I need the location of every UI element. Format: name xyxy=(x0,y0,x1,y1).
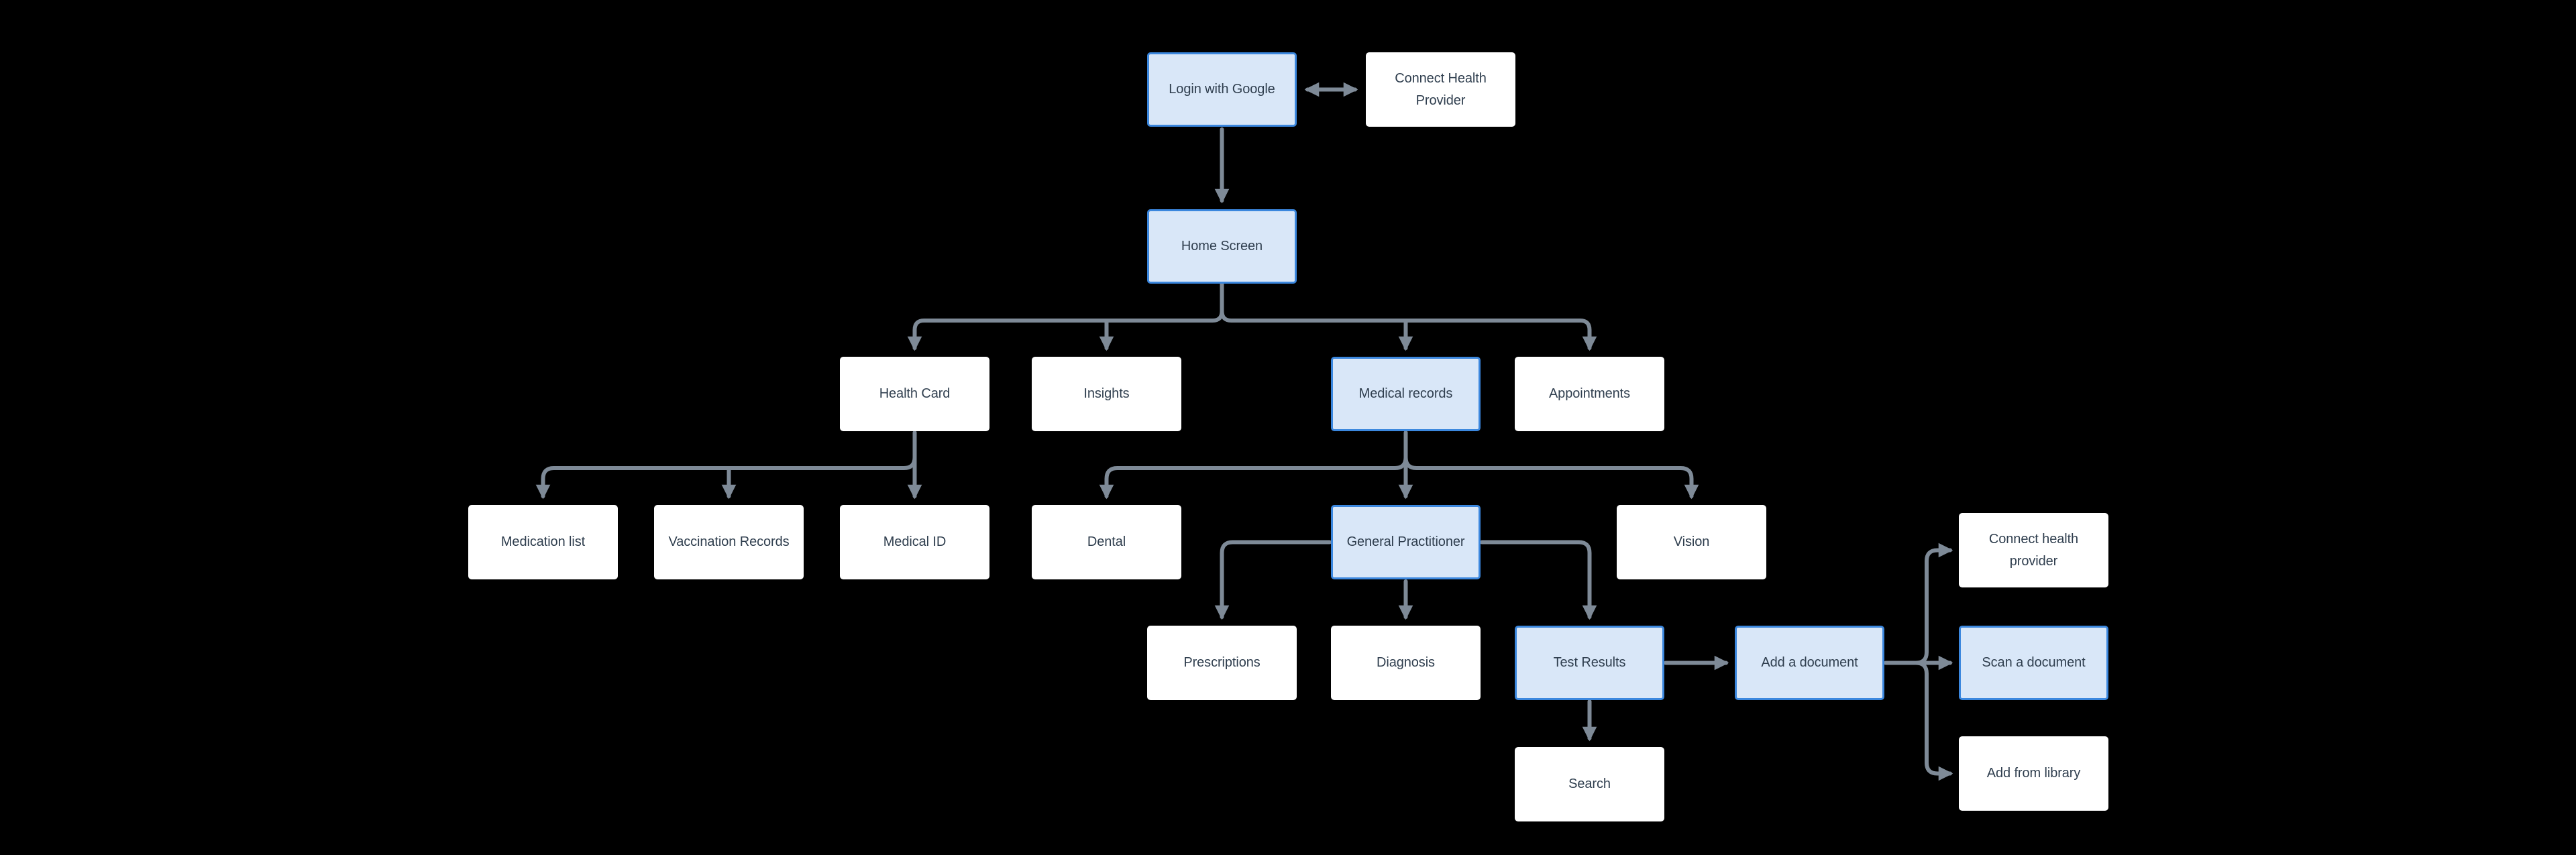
node-label: Medical ID xyxy=(883,534,947,549)
node-label: Medical records xyxy=(1358,386,1453,401)
node-label: Dental xyxy=(1087,534,1126,549)
node-medical-id[interactable]: Medical ID xyxy=(840,505,989,579)
node-connect-health-provider[interactable]: Connect health provider xyxy=(1959,513,2108,587)
node-connect-health-provider-top[interactable]: Connect Health Provider xyxy=(1366,52,1515,127)
node-health-card[interactable]: Health Card xyxy=(840,357,989,431)
node-label: Connect Health Provider xyxy=(1395,70,1487,108)
edge-add-a-document-connect-health-provider xyxy=(1914,543,1953,665)
edge-gp-test-results xyxy=(1480,540,1597,620)
node-label: Vaccination Records xyxy=(668,534,790,549)
edge-home-appointments xyxy=(1220,282,1597,351)
node-label: Home Screen xyxy=(1181,239,1263,253)
node-search[interactable]: Search xyxy=(1515,747,1664,821)
node-home-screen[interactable]: Home Screen xyxy=(1147,209,1297,284)
node-diagnosis[interactable]: Diagnosis xyxy=(1331,626,1481,700)
node-general-practitioner[interactable]: General Practitioner xyxy=(1331,505,1481,579)
node-label: Search xyxy=(1568,777,1611,791)
edge-medical-records-vision xyxy=(1403,455,1699,500)
node-label: General Practitioner xyxy=(1346,534,1465,549)
edge-home-health-card xyxy=(907,282,1224,351)
node-label: Add a document xyxy=(1761,655,1858,670)
node-label: Login with Google xyxy=(1169,82,1275,97)
node-insights[interactable]: Insights xyxy=(1032,357,1181,431)
node-dental[interactable]: Dental xyxy=(1032,505,1181,579)
node-label: Diagnosis xyxy=(1377,655,1435,670)
node-vision[interactable]: Vision xyxy=(1617,505,1766,579)
edge-health-card-medication-list xyxy=(535,455,917,500)
node-prescriptions[interactable]: Prescriptions xyxy=(1147,626,1297,700)
edge-add-a-document-add-from-library xyxy=(1914,661,1953,781)
node-add-from-library[interactable]: Add from library xyxy=(1959,736,2108,811)
node-login-with-google[interactable]: Login with Google xyxy=(1147,52,1297,127)
node-label: Scan a document xyxy=(1982,655,2086,670)
node-appointments[interactable]: Appointments xyxy=(1515,357,1664,431)
node-label: Vision xyxy=(1673,534,1710,549)
edge-gp-prescriptions xyxy=(1214,540,1332,620)
node-label: Prescriptions xyxy=(1183,655,1260,670)
node-label: Add from library xyxy=(1986,766,2081,781)
node-label: Insights xyxy=(1083,386,1130,401)
node-medication-list[interactable]: Medication list xyxy=(468,505,618,579)
node-label: Appointments xyxy=(1548,386,1631,401)
node-scan-a-document[interactable]: Scan a document xyxy=(1959,626,2108,700)
node-medical-records[interactable]: Medical records xyxy=(1331,357,1481,431)
node-vaccination-records[interactable]: Vaccination Records xyxy=(654,505,804,579)
node-label: Connect health provider xyxy=(1988,531,2079,569)
node-label: Test Results xyxy=(1553,655,1626,670)
edge-medical-records-dental xyxy=(1099,455,1408,500)
node-label: Medication list xyxy=(500,534,586,549)
node-label: Health Card xyxy=(879,386,951,401)
node-add-a-document[interactable]: Add a document xyxy=(1735,626,1884,700)
node-test-results[interactable]: Test Results xyxy=(1515,626,1664,700)
